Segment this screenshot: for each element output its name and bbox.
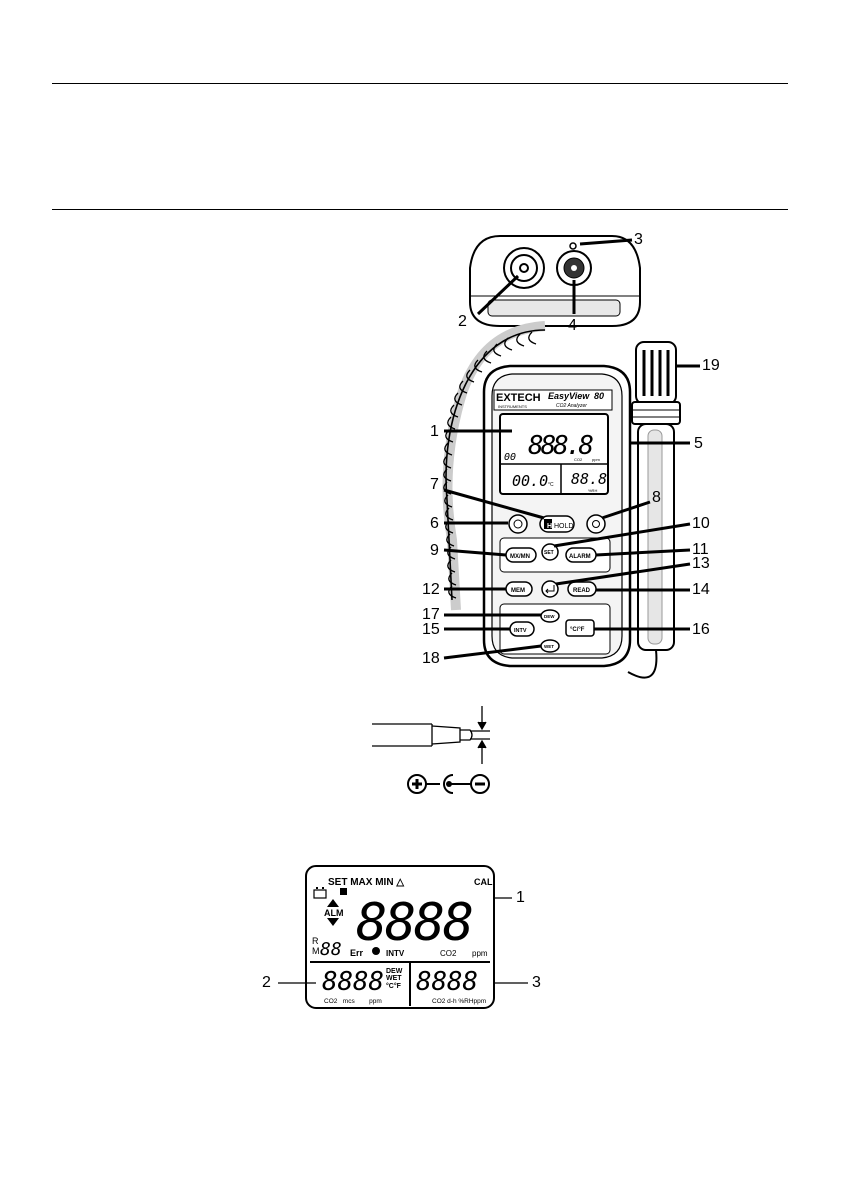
svg-text:DEW: DEW xyxy=(544,614,555,619)
callout-13: 13 xyxy=(692,556,710,572)
callout-8: 8 xyxy=(652,490,661,506)
callout-1: 1 xyxy=(430,424,439,440)
lcd-main-digits: 8888 xyxy=(356,893,474,953)
svg-text:SET: SET xyxy=(544,550,554,556)
lcd-intv: INTV xyxy=(386,949,405,958)
device-temp-reading: 00.0 xyxy=(512,472,548,490)
lcd-err: Err xyxy=(350,948,364,958)
enter-button[interactable] xyxy=(542,581,558,597)
device-lcd: 888.8 00 CO2 ppm 00.0 °C 88.8 %RH xyxy=(500,414,608,494)
alarm-button[interactable]: ALARM xyxy=(566,548,596,562)
stop-icon xyxy=(340,888,347,895)
lcd-diagram: SET MAX MIN △ CAL ALM 8888 R M 88 Err IN… xyxy=(306,866,494,1008)
polarity-icon xyxy=(408,775,489,793)
model-desc: CO2 Analyzer xyxy=(556,403,587,409)
callout-14: 14 xyxy=(692,582,710,598)
callout-16: 16 xyxy=(692,622,710,638)
lcd-m: M xyxy=(312,946,320,956)
callout-18: 18 xyxy=(422,651,440,667)
callout-6: 6 xyxy=(430,516,439,532)
lcd-ppm: ppm xyxy=(472,949,488,958)
brand-sub: INSTRUMENTS xyxy=(498,404,527,409)
lcd-callout-1: 1 xyxy=(516,890,525,906)
lcd-r: R xyxy=(312,936,319,946)
lcd-left-dew: DEW xyxy=(386,968,403,975)
device-main-reading: 888.8 xyxy=(528,431,594,461)
lcd-left-bottom: CO2 mcs ppm xyxy=(324,998,382,1005)
mem-button[interactable]: MEM xyxy=(506,582,532,596)
callout-15: 15 xyxy=(422,622,440,638)
model-name: EasyView xyxy=(548,391,590,401)
svg-text:MX/MN: MX/MN xyxy=(510,554,530,560)
callout-12: 12 xyxy=(422,582,440,598)
callout-19: 19 xyxy=(702,358,720,374)
lcd-left-cf: °C°F xyxy=(386,982,402,990)
plug-diagram xyxy=(372,706,490,764)
reset-hole-icon xyxy=(570,243,576,249)
lcd-left-digits: 8888 xyxy=(322,967,384,997)
device-co2-label: CO2 xyxy=(574,457,583,462)
device-rh-reading: 88.8 xyxy=(571,470,607,488)
callout-4: 4 xyxy=(568,318,577,334)
dew-button[interactable]: DEW xyxy=(541,610,559,622)
lcd-callout-3: 3 xyxy=(532,975,541,991)
lcd-right-bottom: CO2 d-h %RHppm xyxy=(432,998,486,1005)
intv-button[interactable]: INTV xyxy=(510,622,534,636)
lcd-right-digits: 8888 xyxy=(416,967,478,997)
lcd-left-wet: WET xyxy=(386,975,402,982)
svg-text:READ: READ xyxy=(573,588,591,594)
lcd-alm: ALM xyxy=(324,908,344,918)
svg-text:ALARM: ALARM xyxy=(569,554,591,560)
callout-3: 3 xyxy=(634,232,643,248)
lcd-callout-2: 2 xyxy=(262,975,271,991)
svg-text:WET: WET xyxy=(544,644,554,649)
callout-10: 10 xyxy=(692,516,710,532)
svg-text:INTV: INTV xyxy=(514,628,527,634)
read-button[interactable]: READ xyxy=(568,582,596,596)
callout-7: 7 xyxy=(430,477,439,493)
svg-text:H: H xyxy=(547,523,552,530)
callout-5: 5 xyxy=(694,436,703,452)
wet-button[interactable]: WET xyxy=(541,640,559,652)
svg-text:°C/°F: °C/°F xyxy=(570,627,585,633)
device-ppm-label: ppm xyxy=(592,457,600,462)
probe xyxy=(628,342,700,678)
lcd-co2: CO2 xyxy=(440,949,457,958)
power-button[interactable] xyxy=(509,515,527,533)
connector-panel xyxy=(470,236,640,326)
lcd-top-labels: SET MAX MIN △ xyxy=(328,877,404,888)
device-small-reading: 00 xyxy=(504,452,516,463)
callout-2: 2 xyxy=(458,314,467,330)
hold-label: HOLD xyxy=(554,523,573,530)
hold-button[interactable]: H HOLD xyxy=(540,516,574,532)
svg-text:MEM: MEM xyxy=(511,588,525,594)
lcd-cal: CAL xyxy=(474,877,493,887)
lcd-small-digits: 88 xyxy=(320,939,342,960)
device-rh-unit: %RH xyxy=(588,488,597,493)
model-number: 80 xyxy=(594,391,604,401)
cf-button[interactable]: °C/°F xyxy=(566,620,594,636)
mxmn-button[interactable]: MX/MN xyxy=(506,548,536,562)
power-jack-icon xyxy=(557,251,591,285)
device-temp-unit: °C xyxy=(548,482,554,488)
callout-9: 9 xyxy=(430,543,439,559)
brand-name: EXTECH xyxy=(496,392,541,404)
brand-strip: EXTECH INSTRUMENTS EasyView 80 CO2 Analy… xyxy=(494,390,612,410)
timer-icon xyxy=(372,947,380,955)
